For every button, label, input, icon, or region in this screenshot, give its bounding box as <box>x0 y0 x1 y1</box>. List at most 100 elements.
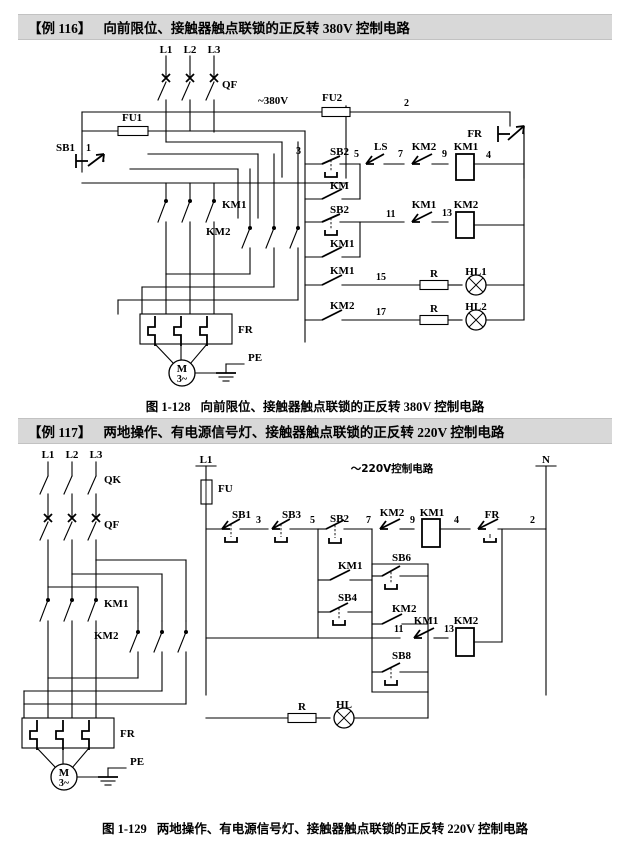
figure-1-129-number: 图 1-129 <box>101 822 147 836</box>
fig2-start-button-sb2[interactable]: SB2 <box>317 513 373 544</box>
fig1-node-5: 5 <box>354 149 359 160</box>
fig2-node-7: 7 <box>366 515 371 526</box>
fig2-node-5: 5 <box>310 515 315 526</box>
fig1-seal-km: KM <box>304 163 361 200</box>
fig2-km1-power-label: KM1 <box>104 598 128 610</box>
fig1-seal-km1: KM1 <box>304 221 361 258</box>
fig2-isolator-qk: QK <box>39 474 122 519</box>
fig2-stop-button-sb3[interactable]: SB3 <box>271 509 319 543</box>
example-117-tag: 【例 117】 <box>28 425 92 440</box>
figure-1-128-number: 图 1-128 <box>145 400 191 414</box>
fig1-pe-label: PE <box>248 352 262 364</box>
fig1-coil-km2-label: KM2 <box>454 199 479 211</box>
fig2-fr-contact-label: FR <box>485 509 501 521</box>
fig1-start-button-sb2-fwd[interactable]: SB2 <box>321 146 361 178</box>
fig2-sb1-label: SB1 <box>232 509 251 521</box>
fig2-node-13: 13 <box>444 624 454 635</box>
fig1-phase-l3: L3 <box>208 44 221 56</box>
fig2-seal-branch-fwd: KM1 SB4 <box>317 528 373 639</box>
fig1-motor-label: M <box>177 363 188 375</box>
fig1-hl2-label: HL2 <box>465 301 487 313</box>
fig1-motor: M 3~ <box>154 343 208 387</box>
fig2-km2-power-label: KM2 <box>94 630 119 642</box>
fig2-motor-phase: 3~ <box>59 778 70 789</box>
fig1-node-15: 15 <box>376 272 386 283</box>
fig2-earth-pe: PE <box>76 756 144 786</box>
fig1-node-2: 2 <box>404 98 409 109</box>
fig2-rung-power-lamp: R HL <box>205 691 429 729</box>
fig1-interlock-km1-label: KM1 <box>412 199 436 211</box>
fig2-start-button-sb4[interactable]: SB4 <box>317 592 373 626</box>
fig2-rung-main: SB1 3 SB3 5 SB2 <box>205 507 547 548</box>
figure-1-129-caption-text: 两地操作、有电源信号灯、接触器触点联锁的正反转 220V 控制电路 <box>156 822 529 836</box>
fig2-fu-label: FU <box>218 483 233 495</box>
fig1-fu1-label: FU1 <box>122 112 142 124</box>
fig1-phase-l1: L1 <box>160 44 173 56</box>
fig1-coil-km2: KM2 <box>454 199 525 239</box>
fig2-motor: M 3~ <box>36 747 90 791</box>
example-116-title: 向前限位、接触器触点联锁的正反转 380V 控制电路 <box>103 21 410 36</box>
fig2-phase-l2: L2 <box>66 449 79 461</box>
fig1-interlock-km1: KM1 <box>411 199 449 223</box>
fig2-seal-km2-label: KM2 <box>392 603 417 615</box>
fig1-breaker-qf: QF <box>157 73 238 133</box>
fig2-coil-km2: KM2 <box>454 528 503 657</box>
fig2-fr-contact: FR <box>477 509 547 543</box>
fig2-control-supply: L1 FU <box>195 454 233 696</box>
fig1-start-button-sb2-rev[interactable]: SB2 <box>321 204 361 236</box>
fig2-overload-relay-fr: FR <box>21 717 136 750</box>
fig1-interlock-km2: KM2 <box>411 141 449 165</box>
figure-1-128-drawing: L1 L2 L3 QF ~380V <box>0 42 630 387</box>
fig1-coil-km1-label: KM1 <box>454 141 478 153</box>
fig2-reverse-button-branch: SB6 KM2 SB8 <box>371 552 429 693</box>
example-116-tag: 【例 116】 <box>28 21 92 36</box>
fig2-rung-reverse: 11 KM1 13 KM2 <box>205 528 503 657</box>
fig1-fuse-fu2: FU2 2 <box>321 92 511 118</box>
fig2-node-2: 2 <box>530 515 535 526</box>
fig2-start-button-sb8[interactable]: SB8 <box>371 650 429 686</box>
fig1-hl1-label: HL1 <box>465 266 486 278</box>
fig2-contactor-km1-power: KM1 <box>39 559 128 705</box>
fig2-sb6-label: SB6 <box>392 552 411 564</box>
fig1-rung-lamp-hl1: KM1 15 R HL1 <box>304 265 525 296</box>
fig2-stop-button-sb1[interactable]: SB1 <box>221 509 269 543</box>
fig1-node-3: 3 <box>296 146 301 157</box>
fig1-node-13: 13 <box>442 208 452 219</box>
fig1-ls-label: LS <box>374 141 387 153</box>
fig2-control-neutral: N <box>535 454 557 696</box>
fig1-fr-contact-label: FR <box>467 128 483 140</box>
fig2-control-n-label: N <box>542 454 550 466</box>
fig1-node-9: 9 <box>442 149 447 160</box>
fig1-interlock-km2-label: KM2 <box>412 141 437 153</box>
fig1-stop-button-sb1[interactable]: SB1 1 <box>56 142 105 168</box>
fig2-coil-km2-label: KM2 <box>454 615 479 627</box>
fig1-motor-phase: 3~ <box>177 374 188 385</box>
fig2-seal-km1-label: KM1 <box>338 560 362 572</box>
fig1-node-17: 17 <box>376 307 386 318</box>
fig1-node-11: 11 <box>386 209 395 220</box>
fig1-contactor-km1-power: KM1 <box>157 182 246 301</box>
fig2-hl-label: HL <box>336 699 352 711</box>
figure-1-129-caption: 图 1-129 两地操作、有电源信号灯、接触器触点联锁的正反转 220V 控制电路 <box>0 818 630 837</box>
fig2-contactor-km2-power: KM2 <box>94 620 188 705</box>
fig2-sb8-label: SB8 <box>392 650 411 662</box>
fig2-phase-l3: L3 <box>90 449 103 461</box>
fig2-control-l1-label: L1 <box>200 454 213 466</box>
fig2-sb4-label: SB4 <box>338 592 357 604</box>
fig2-qf-label: QF <box>104 519 120 531</box>
fig2-interlock-km2-label: KM2 <box>380 507 405 519</box>
fig1-phase-l2: L2 <box>184 44 197 56</box>
fig2-r-label: R <box>298 701 307 713</box>
fig1-sb2-rev-label: SB2 <box>330 204 349 216</box>
fig1-fr-label: FR <box>238 324 254 336</box>
fig2-control-note: ～220V控制电路 <box>351 462 434 475</box>
figure-1-129-drawing: L1 L2 L3 QK QF <box>0 446 630 806</box>
fig2-fr-label: FR <box>120 728 136 740</box>
fig1-rung-reverse: SB2 11 KM1 13 KM2 <box>304 199 525 239</box>
fig1-rung-lamp-hl2: KM2 17 R HL2 <box>304 300 525 331</box>
example-117-title: 两地操作、有电源信号灯、接触器触点联锁的正反转 220V 控制电路 <box>103 425 505 440</box>
fig2-start-button-sb6[interactable]: SB6 <box>371 552 429 590</box>
fig2-interlock-km1-label: KM1 <box>414 615 438 627</box>
